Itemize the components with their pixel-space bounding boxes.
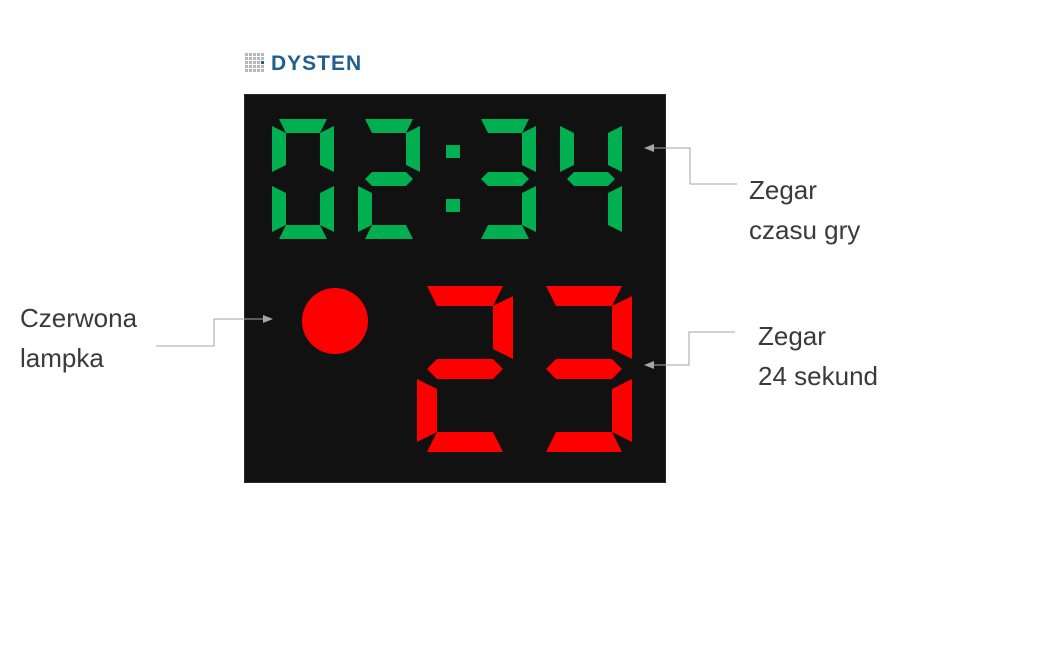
logo-dot bbox=[245, 61, 248, 64]
red-lamp bbox=[302, 288, 368, 354]
logo-dot bbox=[249, 61, 252, 64]
logo-text: DYSTEN bbox=[271, 52, 363, 75]
logo-dot bbox=[245, 69, 248, 72]
shot-clock-label-line2: 24 sekund bbox=[758, 361, 878, 391]
logo-dot bbox=[253, 57, 256, 60]
logo-dot bbox=[245, 53, 248, 56]
segment-e bbox=[417, 379, 437, 442]
red-lamp-label-line1: Czerwona bbox=[20, 303, 138, 333]
segment-d bbox=[427, 432, 503, 452]
segment-b bbox=[612, 296, 632, 359]
logo-dot bbox=[253, 53, 256, 56]
logo-dot bbox=[261, 69, 264, 72]
segment-g bbox=[481, 172, 529, 186]
logo-dot bbox=[249, 57, 252, 60]
shot-clock-label-line1: Zegar bbox=[758, 321, 826, 351]
logo-dot bbox=[257, 65, 260, 68]
segment-g bbox=[546, 359, 622, 379]
logo-dot bbox=[261, 53, 264, 56]
colon-dot bbox=[446, 145, 460, 158]
logo-dot bbox=[257, 69, 260, 72]
segment-a bbox=[546, 286, 622, 306]
segment-b bbox=[406, 126, 420, 172]
red-lamp-label: Czerwona lampka bbox=[20, 298, 137, 378]
segment-e bbox=[358, 186, 372, 232]
shot-clock-digit bbox=[417, 286, 513, 452]
logo-dot bbox=[257, 57, 260, 60]
segment-d bbox=[546, 432, 622, 452]
segment-g bbox=[427, 359, 503, 379]
segment-a bbox=[481, 119, 529, 133]
shot-clock-label: Zegar 24 sekund bbox=[758, 316, 878, 396]
segment-f bbox=[272, 126, 286, 172]
logo-grid-icon bbox=[245, 53, 264, 72]
logo-dot bbox=[249, 53, 252, 56]
segment-c bbox=[522, 186, 536, 232]
segment-g bbox=[365, 172, 413, 186]
logo-dot bbox=[261, 65, 264, 68]
game-clock-digit bbox=[481, 119, 536, 239]
game-clock-label-line2: czasu gry bbox=[749, 215, 861, 245]
game-clock-leader bbox=[644, 144, 737, 185]
game-clock-label: Zegar czasu gry bbox=[749, 170, 860, 250]
game-clock-display bbox=[272, 119, 622, 239]
red-lamp-label-line2: lampka bbox=[20, 343, 104, 373]
segment-e bbox=[272, 186, 286, 232]
scoreboard-panel bbox=[244, 94, 666, 483]
segment-g bbox=[567, 172, 615, 186]
segment-d bbox=[481, 225, 529, 239]
segment-a bbox=[365, 119, 413, 133]
colon-dot bbox=[446, 199, 460, 212]
segment-a bbox=[427, 286, 503, 306]
logo-dot bbox=[253, 61, 256, 64]
red-lamp-leader bbox=[156, 315, 273, 347]
logo-dot bbox=[253, 65, 256, 68]
game-clock-digit bbox=[560, 126, 622, 232]
game-clock-digit bbox=[272, 119, 334, 239]
segment-b bbox=[522, 126, 536, 172]
logo-dot bbox=[261, 57, 264, 60]
segment-c bbox=[612, 379, 632, 442]
segment-c bbox=[608, 186, 622, 232]
logo-dot bbox=[253, 69, 256, 72]
segment-c bbox=[320, 186, 334, 232]
segment-b bbox=[493, 296, 513, 359]
segment-d bbox=[365, 225, 413, 239]
logo-dot bbox=[249, 69, 252, 72]
logo-dot bbox=[257, 61, 260, 64]
segment-b bbox=[320, 126, 334, 172]
shot-clock-display bbox=[417, 286, 632, 452]
logo-dot bbox=[245, 57, 248, 60]
game-clock-digit bbox=[358, 119, 420, 239]
logo-dot bbox=[249, 65, 252, 68]
logo-dot bbox=[257, 53, 260, 56]
scoreboard-display bbox=[272, 119, 632, 452]
segment-d bbox=[279, 225, 327, 239]
logo-dot bbox=[245, 65, 248, 68]
segment-b bbox=[608, 126, 622, 172]
logo-dot bbox=[261, 61, 264, 64]
segment-a bbox=[279, 119, 327, 133]
segment-f bbox=[560, 126, 574, 172]
game-clock-label-line1: Zegar bbox=[749, 175, 817, 205]
shot-clock-digit bbox=[546, 286, 632, 452]
shot-clock-leader bbox=[644, 331, 735, 369]
